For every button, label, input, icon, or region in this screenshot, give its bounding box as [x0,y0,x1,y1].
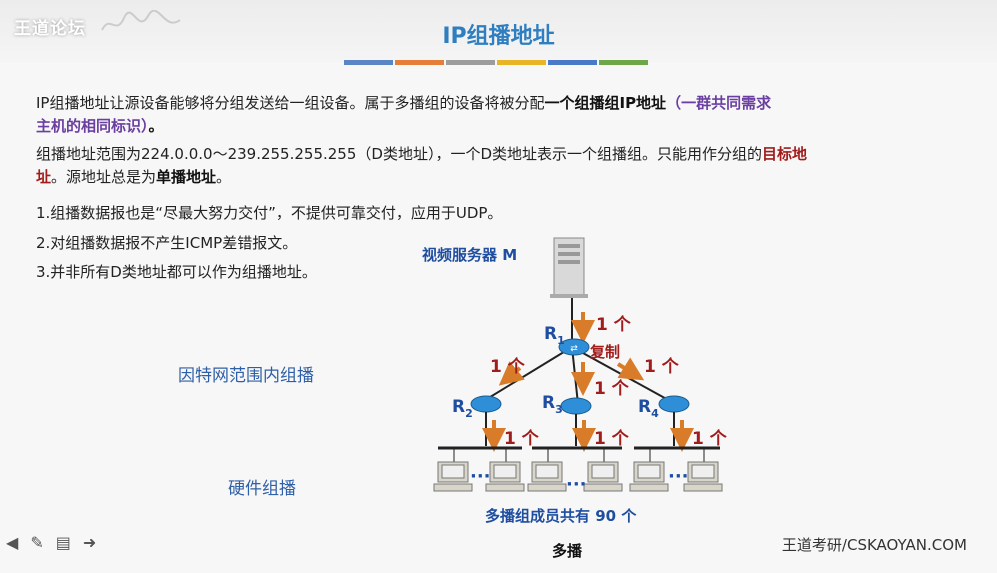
router-icon [560,397,592,415]
router-icon: ⇄ [558,338,590,356]
one-copy-label: 1 个 [594,378,630,399]
copy-label: 复制 [589,343,620,361]
diagram-caption: 多播 [552,542,583,560]
hardware-multicast-label: 硬件组播 [228,479,296,499]
router-label: R2 [452,397,473,420]
logo: 王道论坛 [14,19,86,39]
computer-icon [485,448,525,492]
brand-footer: 王道考研/CSKAOYAN.COM [781,536,967,554]
text: 组播地址范围为224.0.0.0～239.255.255.255（D类地址），一… [36,145,762,163]
one-copy-label: 1 个 [644,356,680,377]
ellipsis: ··· [668,466,689,487]
stripe [446,60,495,65]
title-stripes [344,60,648,65]
ellipsis: ··· [566,474,587,495]
menu-icon[interactable]: ▤ [55,533,71,552]
slide-nav: ◀ ✎ ▤ ➜ [6,533,96,552]
router-icon [658,395,690,413]
computer-icon [527,448,567,492]
link [571,346,579,405]
purple-text: 主机的相同标识） [36,117,149,135]
one-copy-label: 1 个 [504,428,540,449]
stripe [599,60,648,65]
signature-graphic [101,10,181,31]
one-copy-label: 1 个 [596,314,632,335]
router-icon [470,395,502,413]
one-copy-label: 1 个 [692,428,728,449]
router-label: R4 [638,397,659,420]
computer-icon [629,448,669,492]
red-text: 目标地 [762,145,808,163]
flow-arrow [498,361,525,386]
text: 。 [148,117,164,135]
stripe [548,60,597,65]
intro-paragraph-2: 组播地址范围为224.0.0.0～239.255.255.255（D类地址），一… [36,143,966,189]
router-label: R1 [544,324,565,347]
computer-icon [583,448,623,492]
point-3: 3.并非所有D类地址都可以作为组播地址。 [36,263,317,281]
router-label: R3 [542,393,563,416]
purple-text: （一群共同需求 [666,94,772,112]
server-icon [550,237,588,298]
internet-multicast-label: 因特网范围内组播 [178,366,314,386]
one-copy-label: 1 个 [594,428,630,449]
flow-arrow [616,357,645,381]
computer-icon [683,448,723,492]
stripe [497,60,546,65]
red-text: 址 [36,168,52,186]
intro-paragraph-1: IP组播地址让源设备能够将分组发送给一组设备。属于多播组的设备将被分配一个组播组… [36,92,966,138]
computer-icon [433,448,473,492]
emphasis-text: 单播地址 [156,168,217,186]
point-2: 2.对组播数据报不产生ICMP差错报文。 [36,234,298,252]
arrow-right-icon[interactable]: ➜ [82,533,97,552]
text: IP组播地址让源设备能够将分组发送给一组设备。属于多播组的设备将被分配 [36,94,545,112]
arrow-left-icon[interactable]: ◀ [6,533,19,552]
point-1: 1.组播数据报也是“尽最大努力交付”，不提供可靠交付，应用于UDP。 [36,204,503,222]
multicast-diagram: 视频服务器 M 1 个 ⇄ R1 复制 1 个 1 个 1 个 R2 R3 R4… [422,237,728,525]
link [481,346,573,403]
stripe [395,60,444,65]
svg-text:⇄: ⇄ [570,344,578,354]
ellipsis: ··· [470,466,491,487]
emphasis-text: 一个组播组IP地址 [544,94,667,112]
text: 。源地址总是为 [51,168,157,186]
page-title: IP组播地址 [442,24,555,49]
server-label: 视频服务器 M [422,246,517,264]
pen-icon[interactable]: ✎ [30,533,44,552]
members-label: 多播组成员共有 90 个 [485,507,637,525]
one-copy-label: 1 个 [490,356,526,377]
header-bar [0,0,997,62]
stripe [344,60,393,65]
text: 。 [216,168,232,186]
